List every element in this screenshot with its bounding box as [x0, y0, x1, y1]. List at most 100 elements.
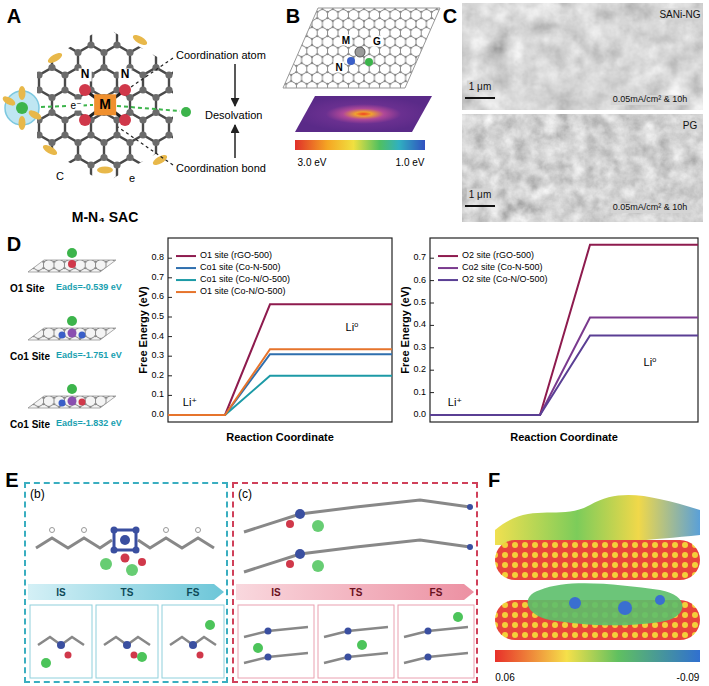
graphene-model — [283, 8, 440, 88]
sac-structure — [234, 125, 236, 158]
energy-chart — [430, 336, 698, 416]
sac-structure — [118, 127, 173, 165]
migration-model — [345, 654, 352, 661]
tick-label: 0.8 — [151, 253, 164, 263]
adsorption-model — [28, 248, 116, 272]
adsorption-model — [68, 329, 77, 338]
migration-model — [28, 500, 474, 678]
migration-model — [205, 620, 215, 630]
atom-label: G — [371, 36, 383, 47]
adsorption-model — [67, 316, 77, 326]
charge-density-map — [569, 595, 665, 615]
sem-image — [465, 97, 495, 99]
migration-model — [162, 605, 224, 678]
legend-line-sample — [176, 291, 196, 293]
adsorption-model — [28, 396, 116, 408]
state-label: Li⁺ — [183, 396, 197, 408]
axis-title: Free Energy (eV) — [137, 286, 149, 373]
migration-model — [453, 612, 463, 622]
tick-label: 0.6 — [413, 276, 426, 286]
energy-chart — [168, 304, 392, 415]
graphene-model — [295, 96, 432, 132]
sac-structure — [27, 108, 43, 121]
adsorption-model — [28, 396, 116, 408]
tick-label: 0.1 — [151, 390, 164, 400]
migration-model — [111, 547, 118, 554]
adsorption-model — [67, 248, 77, 258]
sac-structure — [119, 84, 131, 96]
adsorption-model — [28, 248, 116, 408]
charge-density-map — [618, 601, 632, 615]
sac-structure — [41, 143, 58, 157]
sac-structure — [131, 58, 173, 87]
energy-chart — [168, 376, 392, 415]
sac-structure — [30, 20, 180, 190]
migration-model — [96, 605, 158, 678]
migration-model — [162, 605, 224, 678]
energy-chart — [168, 297, 172, 298]
adsorption-model — [28, 260, 116, 272]
migration-model — [244, 540, 470, 572]
sac-structure — [1, 94, 17, 107]
adsorption-model — [28, 260, 116, 272]
migration-model — [28, 584, 224, 600]
legend-line-sample — [176, 267, 196, 269]
energy-chart — [168, 375, 172, 376]
adsorption-model — [59, 400, 66, 407]
legend-text: O2 site (Co-N/O-500) — [462, 274, 548, 284]
migration-model — [131, 652, 138, 659]
adsorption-model — [79, 332, 86, 339]
sem-image — [465, 205, 495, 207]
energy-chart — [430, 303, 434, 304]
legend-line-sample — [176, 279, 196, 281]
state-label: FS — [187, 587, 200, 598]
site-label: Co1 Site — [10, 419, 50, 430]
tick-label: 0.2 — [413, 365, 426, 375]
state-label: TS — [350, 587, 363, 598]
panel-sublabel: (b) — [26, 485, 49, 503]
migration-model — [345, 628, 352, 635]
image-label: SANi-NG — [657, 9, 702, 20]
sac-structure — [41, 105, 93, 107]
energy-chart — [168, 317, 172, 318]
migration-model — [324, 627, 388, 663]
migration-model — [111, 527, 118, 534]
tick-label: 0.5 — [413, 298, 426, 308]
migration-model — [50, 528, 201, 533]
migration-model — [41, 658, 51, 668]
sac-structure — [46, 51, 63, 65]
state-label: Li⁰ — [346, 321, 359, 333]
panel-letter: E — [5, 469, 18, 491]
energy-chart — [430, 245, 698, 415]
migration-model — [114, 530, 136, 550]
panel-letter: B — [286, 5, 300, 27]
metal-atom: M — [94, 94, 116, 115]
legend-item: O2 site (Co-N/O-500) — [438, 275, 548, 285]
axis-title: Free Energy (eV) — [399, 286, 411, 373]
migration-model — [398, 605, 474, 678]
charge-density-map — [528, 583, 683, 625]
sac-structure — [16, 102, 28, 114]
charge-density-map — [569, 597, 581, 609]
adsorption-model — [28, 316, 116, 340]
migration-model — [137, 652, 147, 662]
atom-label: M — [340, 35, 352, 46]
tick-label: 0.0 — [151, 410, 164, 420]
energy-chart — [168, 349, 392, 415]
migration-model — [138, 558, 146, 566]
migration-model — [318, 605, 394, 678]
sem-image — [462, 3, 703, 222]
migration-model — [295, 549, 305, 559]
legend-item: O1 site (rGO-500) — [176, 251, 272, 261]
energy-chart — [430, 238, 698, 422]
adsorption-model — [28, 328, 116, 340]
migration-model — [238, 605, 314, 678]
energy-label: Eads=-1.751 eV — [56, 351, 122, 361]
migration-model — [236, 584, 474, 600]
tick-label: 0.3 — [151, 351, 164, 361]
migration-model — [57, 641, 65, 649]
adsorption-model — [68, 260, 76, 268]
energy-chart — [168, 395, 172, 396]
migration-model — [425, 654, 432, 661]
sem-image — [462, 3, 703, 110]
